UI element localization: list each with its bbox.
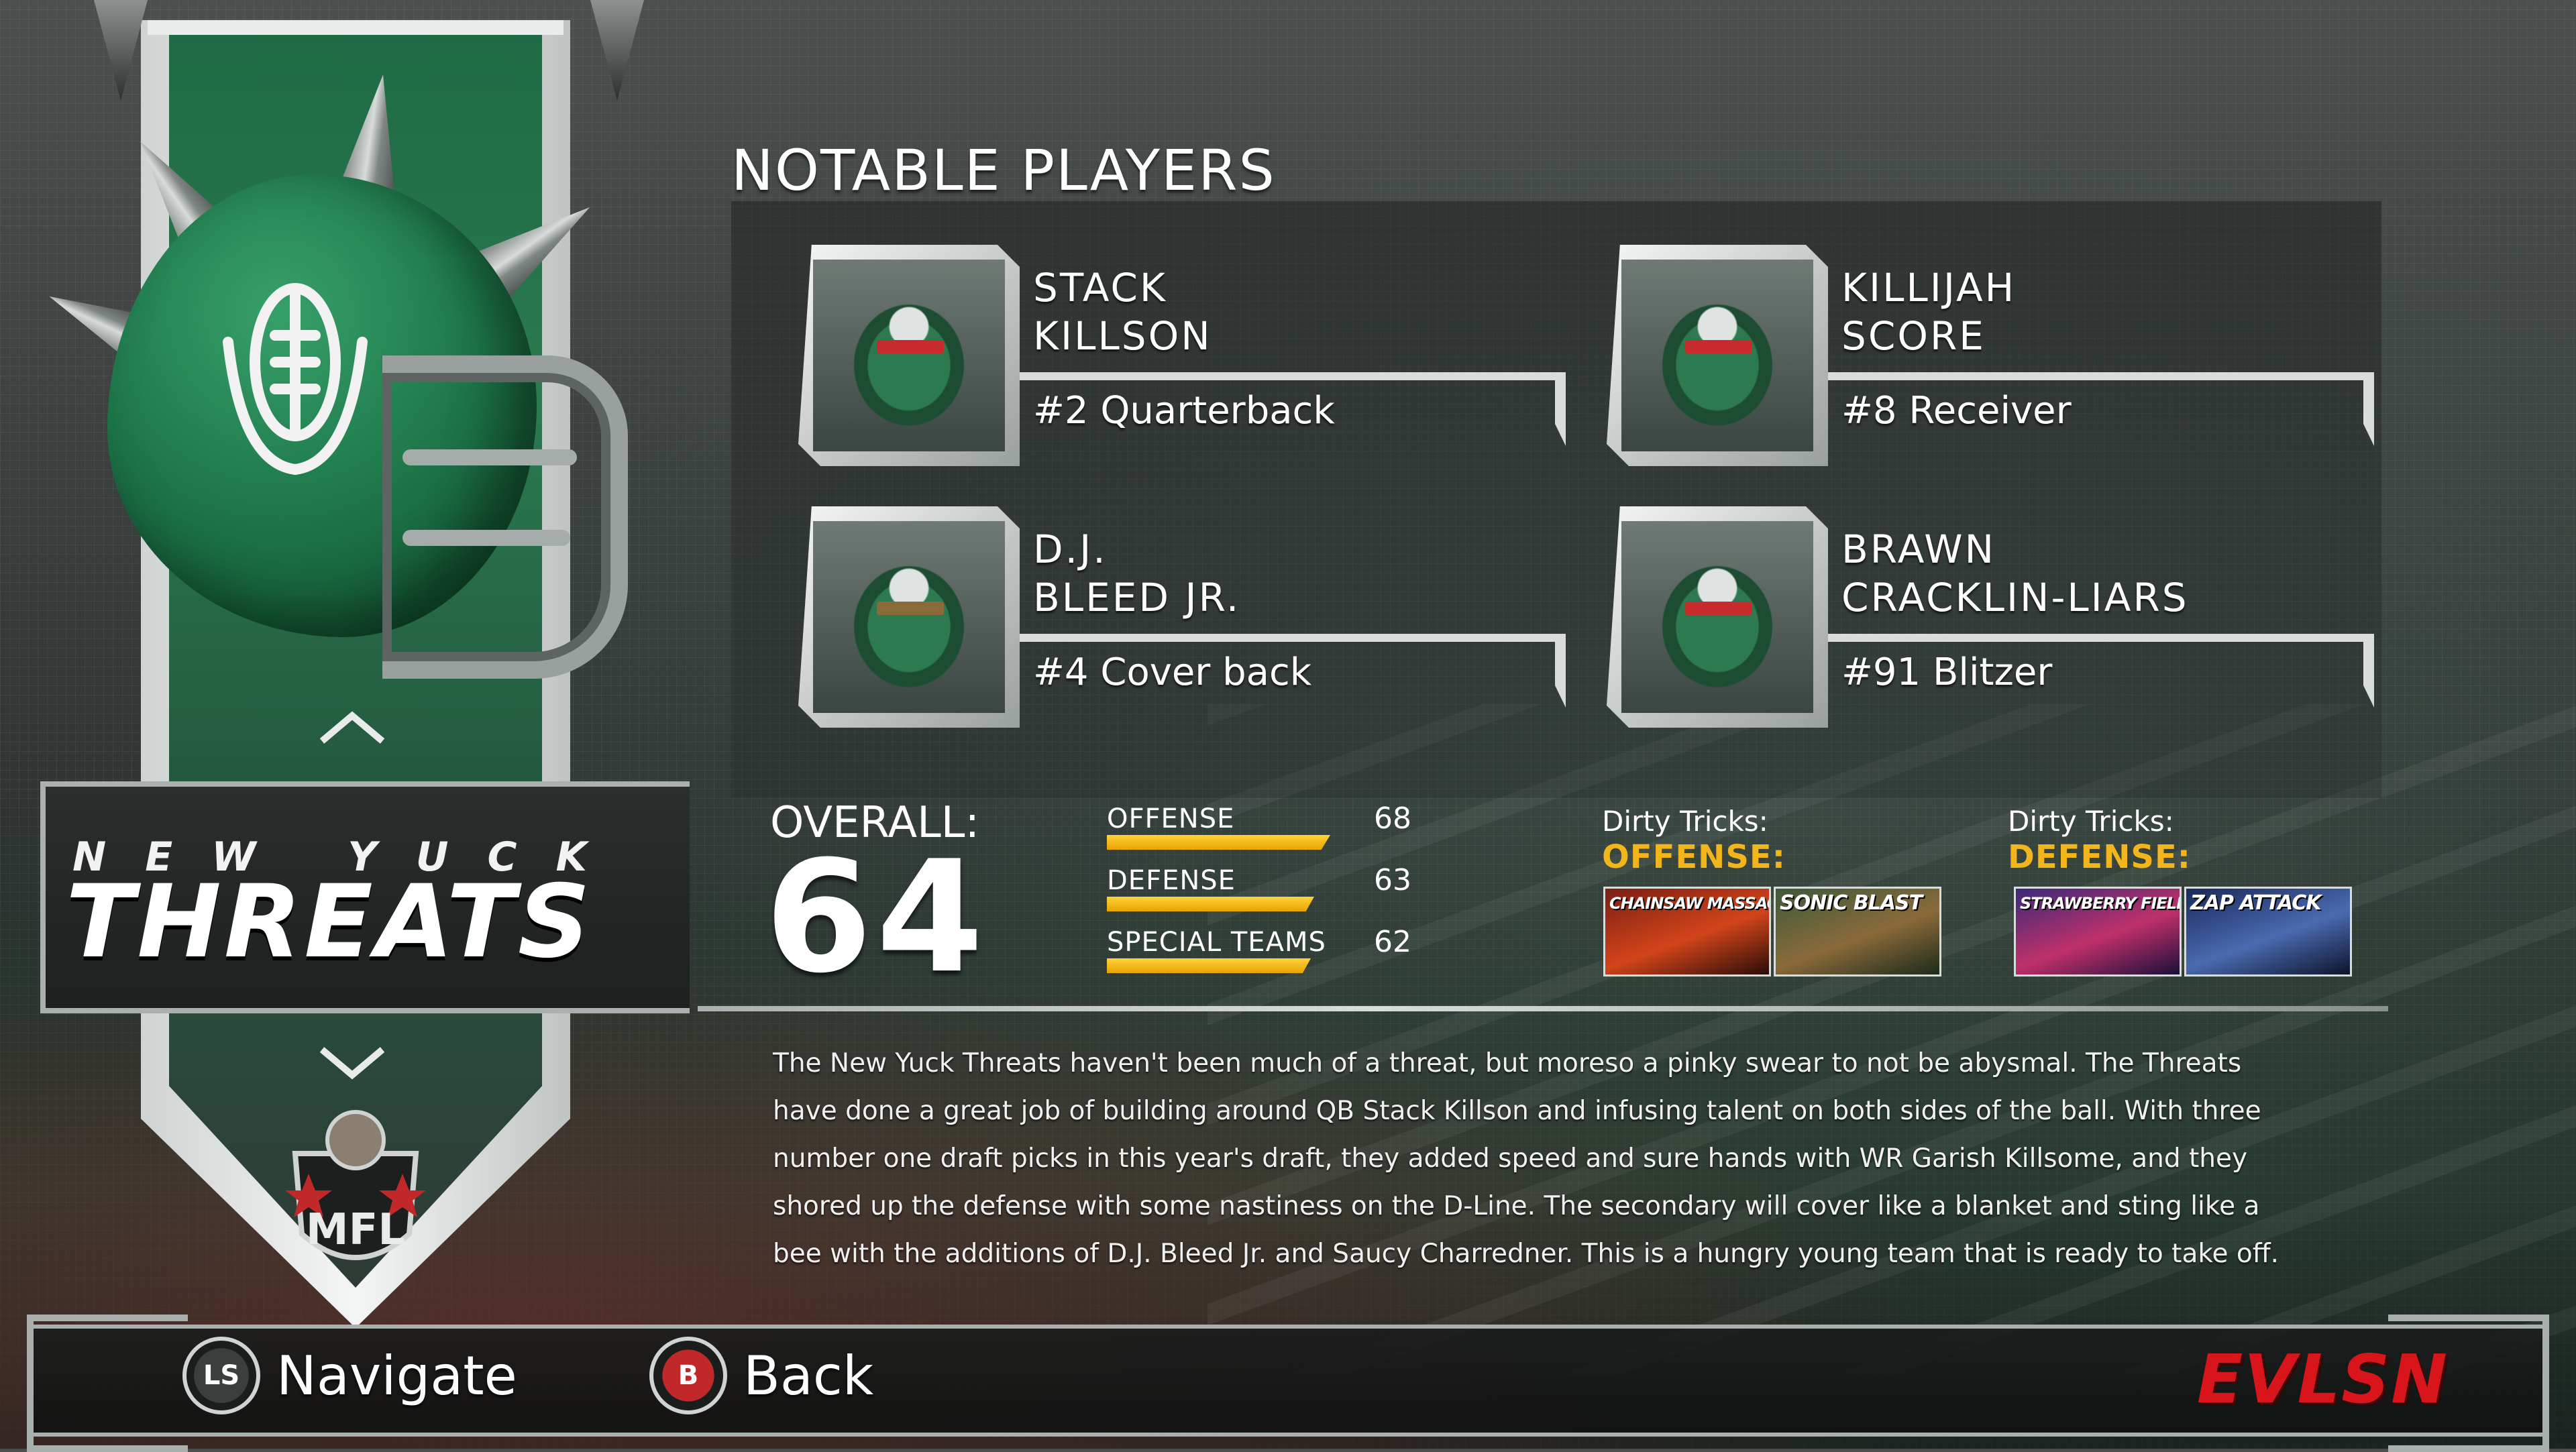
- left-stick-key: LS: [203, 1360, 240, 1391]
- player-divider-end: [2363, 372, 2374, 446]
- player-first-name: STACK: [1033, 265, 1167, 311]
- offense-tricks-label: OFFENSE:: [1602, 838, 1786, 876]
- facemask-bar: [402, 530, 570, 546]
- scroll-up-chevron-icon[interactable]: [315, 708, 389, 748]
- trick-card-sonic-blast[interactable]: SONIC BLAST: [1774, 887, 1941, 976]
- player-divider-end: [1555, 372, 1566, 446]
- player-portrait: [1621, 260, 1813, 451]
- player-position: #4 Cover back: [1033, 651, 1312, 694]
- section-title: NOTABLE PLAYERS: [731, 137, 1276, 203]
- helmet-visor: [877, 340, 944, 353]
- helmet-visor: [1685, 602, 1752, 615]
- trick-card-title: ZAP ATTACK: [2190, 891, 2322, 915]
- background-field-lines: [1208, 704, 2576, 1375]
- overall-label: OVERALL:: [770, 798, 979, 848]
- facemask-bar: [402, 449, 577, 465]
- player-name: STACK KILLSON: [1033, 264, 1212, 360]
- player-last-name: CRACKLIN-LIARS: [1841, 575, 2189, 620]
- player-first-name: D.J.: [1033, 526, 1108, 572]
- banner-top-edge: [148, 20, 564, 35]
- player-card-stack-killson[interactable]: STACK KILLSON #2 Quarterback: [798, 245, 1570, 473]
- back-label[interactable]: Back: [743, 1345, 874, 1407]
- b-button-key: B: [678, 1360, 699, 1391]
- trick-card-title: STRAWBERRY FIELDS: [2020, 894, 2180, 913]
- offense-tricks-caption: Dirty Tricks:: [1602, 805, 1768, 838]
- player-first-name: BRAWN: [1841, 526, 1996, 572]
- overall-rating: 64: [765, 828, 988, 1007]
- player-portrait: [813, 521, 1005, 713]
- player-position: #91 Blitzer: [1841, 651, 2053, 694]
- player-divider-end: [2363, 634, 2374, 708]
- player-card-brawn-cracklin-liars[interactable]: BRAWN CRACKLIN-LIARS #91 Blitzer: [1607, 506, 2378, 734]
- special-teams-rating-bar: [1107, 958, 1311, 973]
- special-teams-rating-label: SPECIAL TEAMS: [1107, 927, 1326, 958]
- defense-tricks-label: DEFENSE:: [2008, 838, 2191, 876]
- trick-card-strawberry-fields[interactable]: STRAWBERRY FIELDS: [2014, 887, 2182, 976]
- player-divider: [1828, 634, 2371, 642]
- stats-divider: [698, 1006, 2388, 1011]
- player-portrait: [813, 260, 1005, 451]
- trick-card-title: CHAINSAW MASSACRE: [1609, 894, 1769, 913]
- player-card-killijah-score[interactable]: KILLIJAH SCORE #8 Receiver: [1607, 245, 2378, 473]
- bottom-bar-bracket-left: [27, 1315, 188, 1452]
- bottom-control-bar: [27, 1325, 2549, 1437]
- defense-rating-bar: [1107, 897, 1314, 911]
- trick-card-chainsaw-massacre[interactable]: CHAINSAW MASSACRE: [1603, 887, 1771, 976]
- helmet-visor: [877, 602, 944, 615]
- trick-card-title: SONIC BLAST: [1780, 891, 1923, 915]
- defense-tricks-caption: Dirty Tricks:: [2008, 805, 2174, 838]
- player-position: #2 Quarterback: [1033, 389, 1335, 433]
- left-stick-button-icon[interactable]: LS: [182, 1337, 260, 1414]
- offense-rating-label: OFFENSE: [1107, 803, 1235, 834]
- offense-rating-value: 68: [1374, 801, 1411, 836]
- team-city: NEW YUCK: [72, 834, 626, 881]
- offense-rating-bar: [1107, 835, 1330, 850]
- player-last-name: SCORE: [1841, 313, 1986, 359]
- player-divider: [1020, 634, 1563, 642]
- helmet-visor: [1685, 340, 1752, 353]
- player-card-dj-bleed-jr[interactable]: D.J. BLEED JR. #4 Cover back: [798, 506, 1570, 734]
- trick-card-zap-attack[interactable]: ZAP ATTACK: [2184, 887, 2352, 976]
- player-portrait: [1621, 521, 1813, 713]
- b-button-icon[interactable]: B: [649, 1337, 727, 1414]
- team-name: THREATS: [66, 864, 593, 981]
- team-description: The New Yuck Threats haven't been much o…: [773, 1048, 2279, 1269]
- player-divider: [1828, 372, 2371, 380]
- player-name: BRAWN CRACKLIN-LIARS: [1841, 525, 2189, 622]
- team-name-panel: NEW YUCK THREATS: [40, 781, 690, 1013]
- defense-rating-label: DEFENSE: [1107, 865, 1236, 896]
- defense-rating-value: 63: [1374, 863, 1411, 897]
- player-last-name: KILLSON: [1033, 313, 1212, 359]
- player-divider: [1020, 372, 1563, 380]
- player-position: #8 Receiver: [1841, 389, 2072, 433]
- scroll-down-chevron-icon[interactable]: [315, 1043, 389, 1083]
- player-name: KILLIJAH SCORE: [1841, 264, 2016, 360]
- navigate-label[interactable]: Navigate: [276, 1345, 517, 1407]
- special-teams-rating-value: 62: [1374, 925, 1411, 959]
- league-logo-text: MFL: [306, 1205, 405, 1255]
- league-logo-icon: MFL: [285, 1110, 426, 1260]
- brand-logo: EVLSN: [2196, 1340, 2449, 1418]
- player-divider-end: [1555, 634, 1566, 708]
- player-last-name: BLEED JR.: [1033, 575, 1241, 620]
- player-first-name: KILLIJAH: [1841, 265, 2017, 311]
- team-helmet: [87, 74, 628, 711]
- helmet-facemask: [382, 355, 628, 679]
- player-name: D.J. BLEED JR.: [1033, 525, 1240, 622]
- team-logo-icon: [223, 283, 368, 476]
